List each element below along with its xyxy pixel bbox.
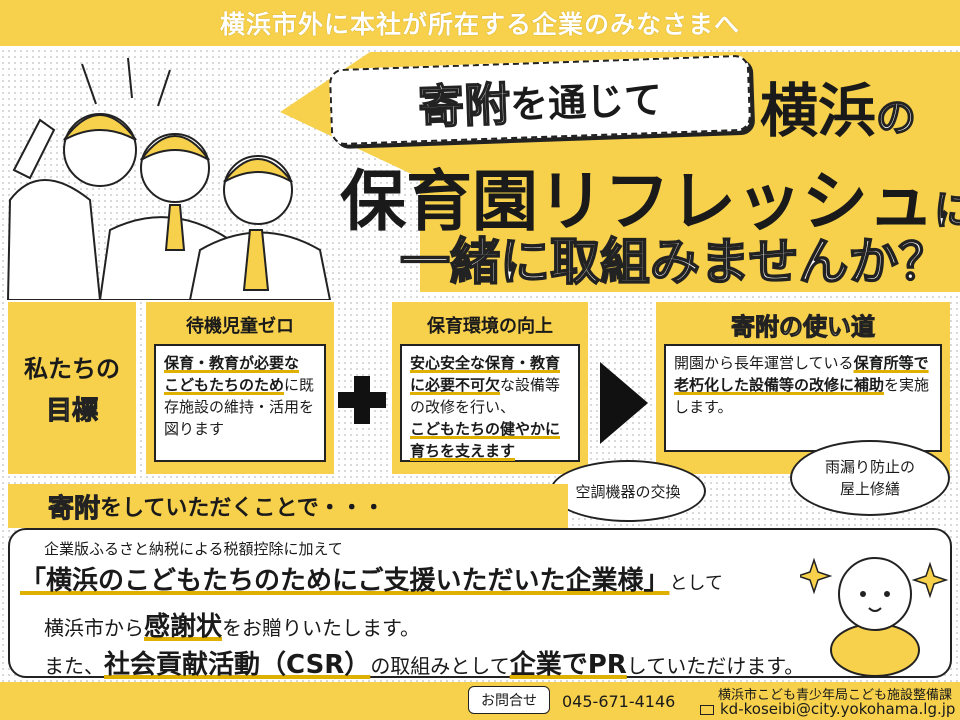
usage-text: 開園から長年運営している <box>674 354 854 372</box>
goal-label-line2: 目標 <box>45 396 98 427</box>
plus-icon <box>338 376 386 424</box>
worker-hair <box>223 158 293 183</box>
goal-card-emphasis: こどもたちの健やかに育ちを支えます <box>410 420 561 460</box>
benefits-main-text: 「横浜のこどもたちのためにご支援いただいた企業様」 <box>20 566 670 596</box>
cloud-roof-line1: 雨漏り防止の <box>824 458 915 476</box>
contact-email[interactable]: kd-koseibi@city.yokohama.lg.jp <box>700 700 955 718</box>
headline-main: 保育園リフレッシュに <box>340 148 960 244</box>
donation-strip: 寄附をしていただくことで・・・ <box>8 484 568 528</box>
top-banner: 横浜市外に本社が所在する企業のみなさまへ <box>0 0 960 46</box>
benefits-lead: 企業版ふるさと納税による税額控除に加えて <box>44 540 343 558</box>
spark-line <box>81 63 97 105</box>
cloud-aircon: 空調機器の交換 <box>550 460 706 522</box>
headline-sub: 一緒に取組みませんか？ <box>399 232 949 292</box>
headline-city: 横浜の <box>760 64 917 148</box>
goal-card-environment: 保育環境の向上 安心安全な保育・教育に必要不可欠な設備等の改修を行い、 こどもた… <box>392 302 588 474</box>
benefits-text: の取組みとして <box>370 654 510 678</box>
goal-label-panel: 私たちの 目標 <box>8 302 136 474</box>
contact-email-text[interactable]: kd-koseibi@city.yokohama.lg.jp <box>720 700 956 718</box>
benefits-emphasis: 感謝状 <box>144 612 223 642</box>
office-workers-illustration <box>6 57 332 300</box>
benefits-main-tail: として <box>669 573 723 594</box>
baby-body <box>830 623 920 677</box>
benefits-main: 「横浜のこどもたちのためにご支援いただいた企業様」として <box>20 560 723 597</box>
headline-city-suffix: の <box>875 94 917 142</box>
contact-department: 横浜市こども青少年局こども施設整備課 <box>718 688 953 703</box>
headline-callout: 寄附 を通じて <box>328 54 752 146</box>
headline-main-text: 保育園リフレッシュ <box>340 163 934 240</box>
goal-card-emphasis: こどもたちのため <box>164 376 285 394</box>
goal-card-emphasis: 安心安全な保育・教育に必要不可欠 <box>410 354 561 394</box>
worker-tie <box>242 229 270 291</box>
baby-head <box>838 557 912 631</box>
benefits-text: していただけます。 <box>626 654 805 678</box>
cloud-roof: 雨漏り防止の 屋上修繕 <box>790 440 950 516</box>
goal-card-text: に既存施設の維持・活用を図ります <box>164 376 315 438</box>
goal-card-body: 安心安全な保育・教育に必要不可欠な設備等の改修を行い、 こどもたちの健やかに育ち… <box>400 344 580 462</box>
baby-illustration <box>800 557 949 677</box>
sparkle-icon <box>911 561 949 599</box>
benefits-emphasis: 企業でPR <box>509 650 627 680</box>
usage-text: を実施します。 <box>674 376 930 416</box>
goal-card-body: 保育・教育が必要な こどもたちのために既存施設の維持・活用を図ります <box>154 344 326 462</box>
donation-strip-strong: 寄附 <box>47 493 101 524</box>
donation-strip-text: をしていただくことで・・・ <box>100 496 385 521</box>
raised-fist <box>12 118 56 180</box>
benefits-text: をお贈りいたします。 <box>222 616 421 640</box>
benefits-text: 横浜市から <box>44 616 144 640</box>
benefits-emphasis: 社会貢献活動（CSR） <box>104 650 371 680</box>
contact-button[interactable]: お問合せ <box>468 686 550 714</box>
mail-icon <box>700 704 714 715</box>
benefits-line3: 横浜市から感謝状をお贈りいたします。 <box>44 606 420 643</box>
worker-hair <box>63 114 137 141</box>
goal-label-line1: 私たちの <box>24 355 120 383</box>
benefits-box <box>8 528 952 678</box>
spark-line <box>127 57 133 99</box>
goal-card-text: な設備等の改修を行い、 <box>410 376 561 416</box>
contact-phone[interactable]: 045-671-4146 <box>562 692 676 711</box>
headline-through: を通じて <box>509 77 663 127</box>
arrow-right-icon <box>600 362 648 444</box>
worker-tie <box>164 204 186 251</box>
goal-card-zero-waitlist: 待機児童ゼロ 保育・教育が必要な こどもたちのために既存施設の維持・活用を図りま… <box>146 302 334 474</box>
cloud-roof-line2: 屋上修繕 <box>839 480 900 498</box>
headline-main-suffix: に <box>933 187 960 235</box>
cloud-aircon-text: 空調機器の交換 <box>575 482 681 501</box>
usage-emphasis: 保育所等で老朽化した設備等の改修に補助 <box>674 354 929 394</box>
sparkle-icon <box>800 557 833 595</box>
spark-line <box>157 69 171 107</box>
benefits-line4: また、社会貢献活動（CSR）の取組みとして企業でPRしていただけます。 <box>44 644 804 681</box>
worker-body <box>6 179 102 300</box>
goal-card-emphasis: 保育・教育が必要な <box>164 354 300 372</box>
banner-text: 横浜市外に本社が所在する企業のみなさまへ <box>219 10 740 39</box>
usage-title: 寄附の使い道 <box>731 313 876 342</box>
goal-card-title: 保育環境の向上 <box>427 316 553 337</box>
goal-card-title: 待機児童ゼロ <box>186 316 294 337</box>
headline-city-name: 横浜 <box>760 77 877 145</box>
baby-mouth <box>868 607 882 612</box>
baby-eye <box>884 591 890 597</box>
baby-eye <box>860 591 866 597</box>
worker-hair <box>140 135 210 161</box>
benefits-text: また、 <box>44 654 104 678</box>
usage-body: 開園から長年運営している保育所等で老朽化した設備等の改修に補助を実施します。 <box>664 344 942 452</box>
headline-donation: 寄附 <box>416 76 512 135</box>
